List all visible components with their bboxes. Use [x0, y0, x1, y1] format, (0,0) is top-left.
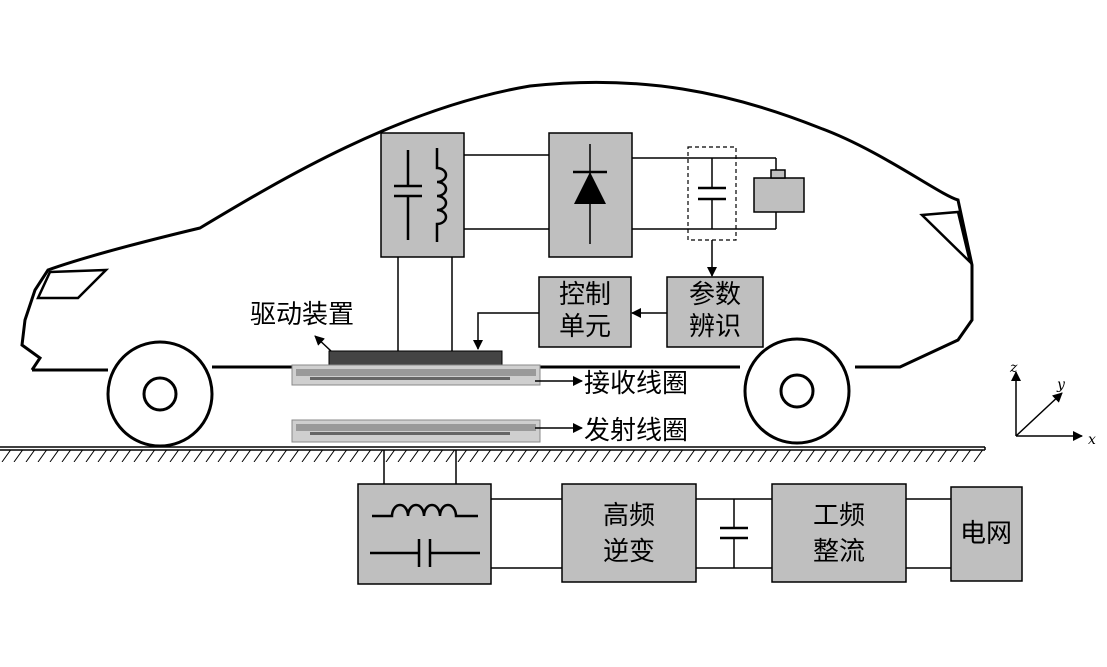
- param-ident-line1: 参数: [689, 280, 741, 310]
- coordinate-axes: z y x: [1009, 360, 1096, 448]
- axis-x-label: x: [1088, 432, 1096, 448]
- dc-link-capacitor: [720, 499, 748, 568]
- grid-block: 电网: [950, 486, 1023, 582]
- hf-inverter-line2: 逆变: [603, 537, 655, 567]
- primary-compensation-block: [357, 483, 492, 585]
- param-ident-line2: 辨识: [689, 312, 741, 342]
- transmitting-coil: [291, 419, 541, 443]
- secondary-compensation-block: [380, 132, 465, 258]
- headlight-shape: [36, 268, 110, 300]
- receive-coil-label: 接收线圈: [584, 369, 688, 399]
- filter-capacitor: [687, 146, 737, 241]
- axis-y-label: y: [1056, 377, 1066, 393]
- drive-device-plate: [328, 350, 503, 366]
- drive-device-label: 驱动装置: [250, 300, 354, 330]
- taillight-shape: [919, 210, 973, 266]
- pf-rectifier-line2: 整流: [813, 537, 865, 567]
- diode-icon: [574, 172, 606, 204]
- primary-inductor-icon: [372, 503, 478, 518]
- pf-rectifier-block: 工频 整流: [771, 483, 907, 583]
- battery-icon: [753, 169, 805, 213]
- rear-wheel: [743, 337, 851, 445]
- axis-z-label: z: [1009, 360, 1018, 376]
- rectifier-block: [548, 132, 633, 258]
- transmit-coil-label: 发射线圈: [584, 416, 688, 446]
- hf-inverter-line1: 高频: [603, 501, 655, 531]
- control-unit-line2: 单元: [559, 312, 611, 342]
- pf-rectifier-line1: 工频: [813, 501, 865, 531]
- control-unit-line1: 控制: [559, 280, 611, 310]
- front-wheel: [106, 340, 214, 448]
- receiving-coil: [291, 364, 541, 386]
- ground: [0, 446, 986, 462]
- grid-label: 电网: [960, 519, 1012, 549]
- car-body-outline: [20, 80, 974, 372]
- control-unit-block: 控制 单元: [538, 276, 632, 348]
- hf-inverter-block: 高频 逆变: [561, 483, 697, 583]
- secondary-inductor-icon: [435, 148, 448, 242]
- parameter-identification-block: 参数 辨识: [666, 276, 764, 348]
